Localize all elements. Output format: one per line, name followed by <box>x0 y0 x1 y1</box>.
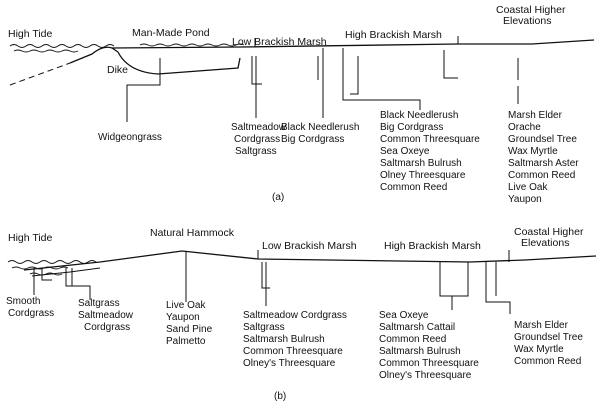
panel-a-g5-item-5: Common Reed <box>508 170 575 181</box>
panel-a-g3-item-1: Big Cordgrass <box>281 134 344 145</box>
panel-b-g6-item-0: Marsh Elder <box>514 320 569 331</box>
panel-b-g1-item-1: Cordgrass <box>8 308 54 319</box>
panel-b-g5-item-0: Sea Oxeye <box>379 310 429 321</box>
panel-a-g4-item-3: Sea Oxeye <box>380 146 430 157</box>
panel-a-coastal-label-1: Coastal Higher <box>496 4 566 16</box>
panel-b-pointers <box>33 252 511 314</box>
panel-b-g5-item-3: Saltmarsh Bulrush <box>379 346 461 357</box>
panel-a-g5-item-3: Wax Myrtle <box>508 146 558 157</box>
panel-b-coastal-label-1: Coastal Higher <box>514 226 584 238</box>
panel-b-g4-item-0: Saltmeadow Cordgrass <box>243 310 347 321</box>
panel-a-g4-item-2: Common Threesquare <box>380 134 480 145</box>
panel-a-g5-item-1: Orache <box>508 122 541 133</box>
panel-b-g6-item-3: Common Reed <box>514 356 581 367</box>
panel-a-dike-label: Dike <box>107 64 128 76</box>
panel-a-g5-item-7: Yaupon <box>508 194 542 205</box>
panel-a-submerged-line <box>9 62 71 86</box>
panel-a-caption: (a) <box>272 192 284 203</box>
panel-b-hammock-label: Natural Hammock <box>150 227 235 239</box>
panel-b-g2-item-2: Cordgrass <box>84 322 130 333</box>
panel-a-coastal-label-2: Elevations <box>503 15 551 27</box>
panel-a-g4-item-5: Olney Threesquare <box>380 170 466 181</box>
panel-a-g4-item-0: Black Needlerush <box>380 110 458 121</box>
panel-b-g4-item-1: Saltgrass <box>243 322 285 333</box>
panel-b-ground-line <box>23 250 597 271</box>
panel-b-g1-item-0: Smooth <box>6 296 40 307</box>
panel-a-g5-item-6: Live Oak <box>508 182 548 193</box>
panel-b-g3-item-0: Live Oak <box>166 300 206 311</box>
panel-b-water <box>7 260 97 276</box>
panel-b-g2-item-1: Saltmeadow <box>78 310 134 321</box>
panel-b-g4-item-3: Common Threesquare <box>243 346 343 357</box>
panel-a: High Tide Man-Made Pond Low Brackish Mar… <box>8 4 595 205</box>
panel-a-g2-item-0: Saltmeadow <box>231 122 287 133</box>
panel-a-g4-item-1: Big Cordgrass <box>380 122 443 133</box>
panel-b-g2-item-0: Saltgrass <box>78 298 120 309</box>
panel-b-group-5: Sea Oxeye Saltmarsh Cattail Common Reed … <box>379 310 479 381</box>
panel-a-group-2: Saltmeadow Cordgrass Saltgrass <box>231 122 287 157</box>
panel-b-group-1: Smooth Cordgrass <box>6 296 54 319</box>
panel-a-group-4: Black Needlerush Big Cordgrass Common Th… <box>380 110 480 193</box>
panel-b-high-marsh-label: High Brackish Marsh <box>384 240 481 252</box>
panel-a-ground-line <box>111 39 595 49</box>
panel-a-pond-bottom <box>117 51 241 75</box>
panel-b-g5-item-1: Saltmarsh Cattail <box>379 322 455 333</box>
panel-a-low-marsh-label: Low Brackish Marsh <box>232 36 327 48</box>
panel-b-group-3: Live Oak Yaupon Sand Pine Palmetto <box>166 300 213 347</box>
panel-b-low-marsh-label: Low Brackish Marsh <box>262 240 357 252</box>
panel-b-high-tide-label: High Tide <box>8 232 53 244</box>
panel-a-g3-item-0: Black Needlerush <box>281 122 359 133</box>
panel-a-pointers <box>126 48 519 122</box>
panel-b-group-2: Saltgrass Saltmeadow Cordgrass <box>78 298 134 333</box>
panel-b-g5-item-5: Olney's Threesquare <box>379 370 472 381</box>
panel-b-g6-item-1: Groundsel Tree <box>514 332 583 343</box>
panel-b: High Tide Natural Hammock Low Brackish M… <box>6 226 597 402</box>
panel-a-group-5: Marsh Elder Orache Groundsel Tree Wax My… <box>508 110 579 205</box>
panel-b-g5-item-4: Common Threesquare <box>379 358 479 369</box>
panel-b-g3-item-2: Sand Pine <box>166 324 213 335</box>
panel-b-coastal-label-2: Elevations <box>521 237 569 249</box>
panel-a-g2-item-1: Cordgrass <box>234 134 280 145</box>
panel-a-g5-item-2: Groundsel Tree <box>508 134 577 145</box>
panel-a-g5-item-4: Saltmarsh Aster <box>508 158 579 169</box>
panel-b-g5-item-2: Common Reed <box>379 334 446 345</box>
panel-b-g4-item-2: Saltmarsh Bulrush <box>243 334 325 345</box>
panel-b-shore-line <box>31 267 101 277</box>
panel-a-high-marsh-label: High Brackish Marsh <box>345 29 442 41</box>
panel-a-pond-label: Man-Made Pond <box>132 27 210 39</box>
panel-b-g6-item-2: Wax Myrtle <box>514 344 564 355</box>
panel-a-g1-item-0: Widgeongrass <box>98 132 162 143</box>
panel-a-g2-item-2: Saltgrass <box>235 146 277 157</box>
panel-a-high-tide-label: High Tide <box>8 28 53 40</box>
panel-a-group-1: Widgeongrass <box>98 132 162 143</box>
panel-a-g5-item-0: Marsh Elder <box>508 110 563 121</box>
panel-b-group-6: Marsh Elder Groundsel Tree Wax Myrtle Co… <box>514 320 583 367</box>
panel-a-g4-item-6: Common Reed <box>380 182 447 193</box>
panel-b-g3-item-1: Yaupon <box>166 312 200 323</box>
panel-b-group-4: Saltmeadow Cordgrass Saltgrass Saltmarsh… <box>243 310 347 369</box>
panel-a-g4-item-4: Saltmarsh Bulrush <box>380 158 462 169</box>
panel-a-group-3: Black Needlerush Big Cordgrass <box>281 122 359 145</box>
panel-a-water <box>9 43 245 53</box>
panel-b-g4-item-4: Olney's Threesquare <box>243 358 336 369</box>
panel-a-dike <box>69 46 119 64</box>
panel-b-caption: (b) <box>274 391 286 402</box>
panel-b-g3-item-3: Palmetto <box>166 336 206 347</box>
